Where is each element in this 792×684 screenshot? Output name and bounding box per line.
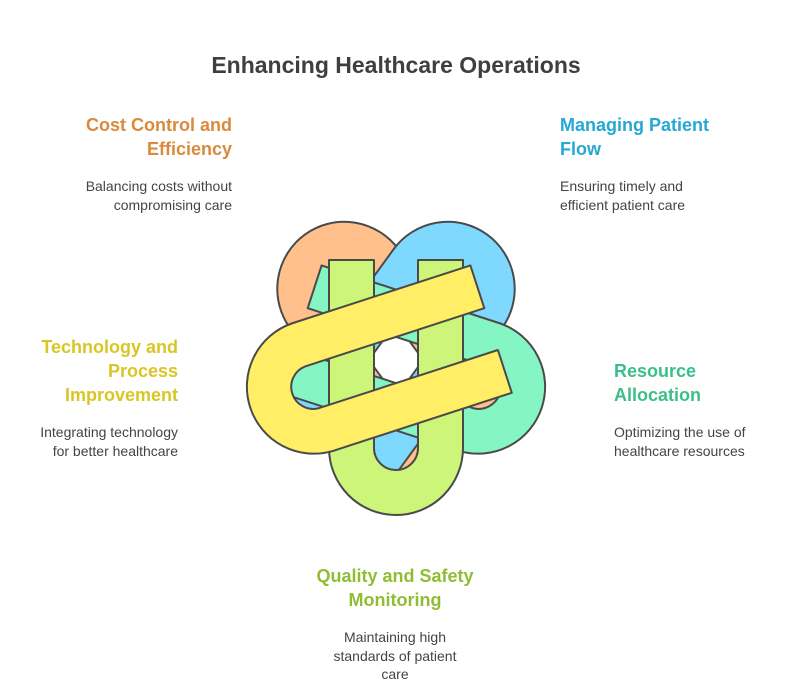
item-heading: Quality and Safety Monitoring [316, 566, 474, 610]
item-description: Optimizing the use of healthcare resourc… [614, 424, 746, 459]
item-description: Ensuring timely and efficient patient ca… [560, 178, 686, 213]
item-heading: Resource Allocation [614, 361, 702, 405]
item-heading: Managing Patient Flow [560, 115, 710, 159]
item-technology: Technology and Process Improvement Integ… [10, 335, 178, 460]
item-description: Integrating technology for better health… [40, 424, 178, 459]
item-heading: Cost Control and Efficiency [86, 115, 232, 159]
item-resource-allocation: Resource Allocation Optimizing the use o… [614, 359, 784, 460]
item-cost-control: Cost Control and Efficiency Balancing co… [20, 113, 232, 214]
item-description: Maintaining high standards of patient ca… [333, 629, 457, 682]
item-description: Balancing costs without compromising car… [85, 178, 232, 213]
link-technology [245, 264, 513, 455]
item-quality-safety: Quality and Safety Monitoring Maintainin… [270, 564, 520, 684]
item-patient-flow: Managing Patient Flow Ensuring timely an… [560, 113, 772, 214]
item-heading: Technology and Process Improvement [41, 337, 178, 405]
page-title: Enhancing Healthcare Operations [211, 52, 581, 78]
